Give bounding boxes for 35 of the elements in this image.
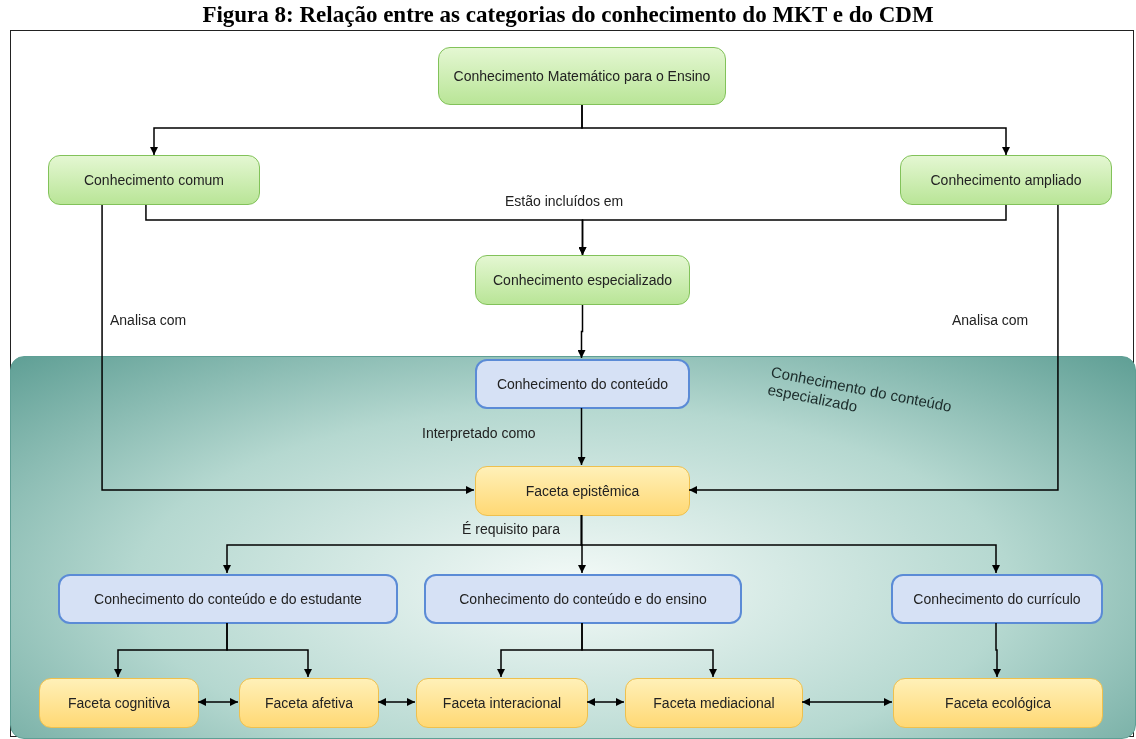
- facet-box: Faceta interacional: [416, 678, 588, 728]
- knowledge-box: Conhecimento comum: [48, 155, 260, 205]
- facet-box: Faceta afetiva: [239, 678, 379, 728]
- figure-title: Figura 8: Relação entre as categorias do conhecimento do MKT e do CDM: [201, 2, 935, 28]
- arrow: [577, 304, 586, 359]
- arrow: [577, 407, 586, 466]
- edge-label: Analisa com: [110, 312, 187, 328]
- knowledge-box: Conhecimento Matemático para o Ensino: [438, 47, 726, 105]
- edge-label: Analisa com: [952, 312, 1029, 328]
- edge-label: Interpretado como: [422, 425, 536, 441]
- arrow: [578, 204, 1007, 256]
- arrow: [377, 698, 416, 706]
- arrow: [101, 204, 475, 494]
- arrow: [801, 698, 893, 706]
- arrow: [197, 698, 239, 706]
- region-background: [10, 356, 1136, 739]
- knowledge-box: Conhecimento do conteúdo e do estudante: [58, 574, 398, 624]
- facet-box: Faceta cognitiva: [39, 678, 199, 728]
- knowledge-box: Conhecimento do conteúdo: [475, 359, 690, 409]
- facet-box: Faceta epistêmica: [475, 466, 690, 516]
- arrow: [581, 622, 717, 678]
- arrow: [586, 698, 625, 706]
- arrow: [580, 514, 1000, 574]
- facet-box: Faceta mediacional: [625, 678, 803, 728]
- arrow: [226, 622, 312, 678]
- facet-box: Faceta ecológica: [893, 678, 1103, 728]
- arrow: [581, 104, 1010, 156]
- edge-label: Estão incluídos em: [505, 193, 624, 209]
- knowledge-box: Conhecimento do conteúdo e do ensino: [424, 574, 742, 624]
- knowledge-box: Conhecimento ampliado: [900, 155, 1112, 205]
- arrow: [688, 204, 1059, 494]
- edge-label: É requisito para: [462, 521, 561, 537]
- arrow: [993, 622, 1001, 678]
- knowledge-box: Conhecimento do currículo: [891, 574, 1103, 624]
- knowledge-box: Conhecimento especializado: [475, 255, 690, 305]
